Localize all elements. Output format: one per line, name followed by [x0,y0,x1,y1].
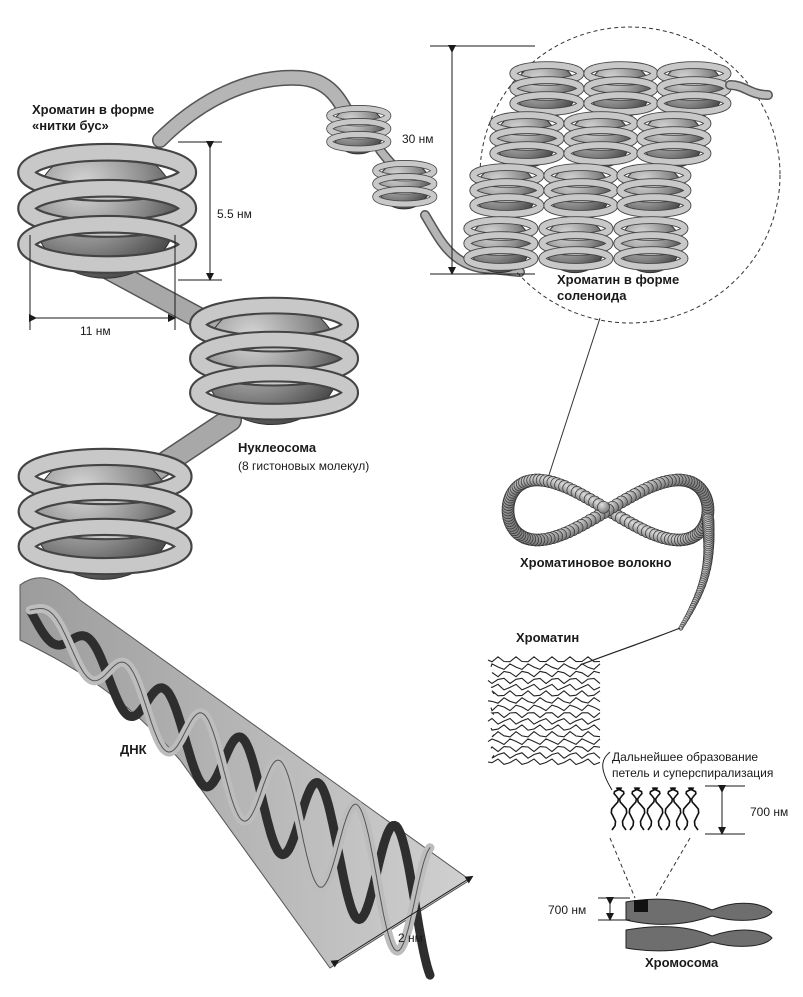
dna-label: ДНК [120,742,147,757]
dim-11nm [29,235,176,330]
zoom-connector [547,317,601,479]
dim-5-5nm [178,141,222,281]
solenoid-nucleosome-9 [616,163,692,221]
solenoid-nucleosome-3 [656,61,732,119]
dim-700nm-chrom-label: 700 нм [548,903,587,917]
solenoid-nucleosome-2 [583,61,659,119]
nucleosomes [17,105,438,580]
solenoid-nucleosome-5 [563,111,639,169]
dim-30nm-label: 30 нм [402,132,434,146]
chromatin-loops [487,656,601,766]
solenoid-nucleosome-8 [543,163,619,221]
nucleosome-2 [189,296,360,426]
solenoid-title-line2: соленоида [557,288,627,303]
projection-lines [609,837,691,899]
dim-2nm-label: 2 нм [398,931,423,945]
nucleosome-small-2 [372,160,438,210]
solenoid-zoom [463,26,781,324]
solenoid-nucleosome-1 [509,61,585,119]
fiber-label: Хроматиновое волокно [520,555,672,570]
solenoid-nucleosome-4 [489,111,565,169]
nucleosome-small-1 [326,105,392,155]
nucleosome-3 [17,447,193,580]
nucleosome-1 [17,142,198,279]
dim-5-5nm-label: 5.5 нм [217,207,252,221]
loops-label-line2: петель и суперспирализация [612,766,774,780]
solenoid-nucleosome-11 [538,216,614,274]
nucleosome-sublabel: (8 гистоновых молекул) [238,459,370,473]
dim-700nm-chrom [598,897,630,921]
dim-700nm-loops [705,785,745,835]
chromatin-fiber [501,473,715,631]
dim-11nm-label: 11 нм [80,324,111,338]
loops-label-line1: Дальнейшее образование [612,750,759,764]
beads-linker [99,69,525,492]
chromosome-label: Хромосома [645,955,719,970]
coil-lead [602,751,613,791]
dim-30nm [430,45,535,275]
solenoid-nucleosome-6 [636,111,712,169]
nucleosome-label: Нуклеосома [238,440,317,455]
dim-700nm-loops-label: 700 нм [750,805,789,819]
solenoid-title-line1: Хроматин в форме [557,272,680,287]
chromosome [625,898,773,952]
solenoid-nucleosome-12 [613,216,689,274]
chromatin-label: Хроматин [516,630,580,645]
dim-2nm [330,875,474,968]
solenoid-nucleosome-10 [463,216,539,274]
solenoid-nucleosome-7 [469,163,545,221]
chromatin-tail [579,627,681,666]
beads-title-line2: «нитки бус» [32,118,109,133]
beads-title-line1: Хроматин в форме [32,102,155,117]
supercoil-loops [610,787,700,831]
